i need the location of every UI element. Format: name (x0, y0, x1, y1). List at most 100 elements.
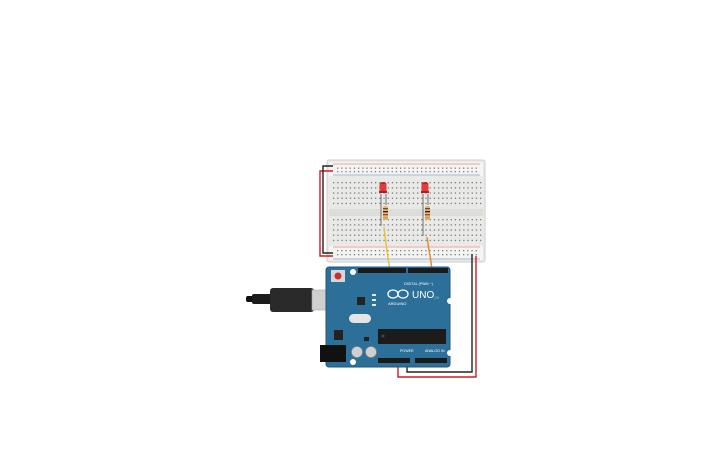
breadboard-hole (471, 239, 473, 242)
led-2[interactable] (421, 182, 429, 193)
breadboard-hole (337, 171, 339, 173)
breadboard-hole (480, 234, 482, 236)
breadboard-hole (400, 234, 402, 236)
breadboard-hole (446, 239, 448, 242)
breadboard-hole (433, 254, 435, 256)
breadboard-hole (345, 219, 347, 221)
breadboard-hole (354, 229, 356, 231)
breadboard-hole (450, 197, 452, 199)
breadboard-hole (370, 224, 373, 226)
breadboard-hole (412, 250, 414, 252)
breadboard-hole (337, 167, 339, 169)
breadboard-hole (341, 234, 343, 236)
breadboard-hole (442, 234, 444, 236)
breadboard-hole (429, 171, 431, 173)
breadboard-hole (416, 254, 419, 256)
breadboard-hole (370, 239, 373, 242)
breadboard-hole (433, 234, 436, 236)
breadboard-hole (471, 202, 473, 205)
breadboard-hole (404, 197, 406, 199)
breadboard-hole (446, 229, 448, 231)
breadboard-hole (467, 254, 469, 256)
breadboard-hole (475, 192, 478, 194)
breadboard-hole (475, 254, 477, 256)
breadboard-hole (475, 171, 477, 173)
breadboard-hole (475, 202, 478, 205)
breadboard-hole (454, 224, 457, 226)
breadboard-hole (417, 239, 419, 242)
wire-red-right (397, 256, 477, 378)
breadboard-hole (442, 167, 444, 169)
breadboard-holes (333, 167, 482, 256)
breadboard-hole (417, 219, 419, 221)
breadboard-hole (391, 202, 394, 205)
breadboard-hole (345, 197, 347, 199)
breadboard-hole (370, 192, 373, 194)
breadboard-hole (408, 239, 410, 242)
breadboard-hole (412, 224, 415, 226)
breadboard-hole (366, 192, 368, 194)
breadboard-hole (463, 229, 465, 231)
breadboard-hole (425, 224, 427, 226)
breadboard-hole (463, 224, 465, 226)
breadboard-hole (349, 202, 352, 205)
breadboard-hole (433, 219, 436, 221)
breadboard-hole (467, 224, 469, 226)
breadboard-hole (358, 167, 360, 169)
breadboard-hole (349, 250, 351, 252)
on-label: ON (434, 296, 440, 300)
breadboard-hole (438, 192, 440, 194)
breadboard-hole (446, 202, 448, 205)
breadboard-hole (391, 239, 394, 242)
breadboard-hole (450, 229, 452, 231)
wire-black-left (322, 165, 333, 254)
breadboard-hole (412, 229, 415, 231)
breadboard-hole (446, 250, 448, 252)
breadboard-hole (475, 229, 478, 231)
breadboard-hole (375, 197, 377, 199)
breadboard-hole (358, 224, 360, 226)
breadboard-hole (459, 197, 461, 199)
breadboard-hole (458, 167, 461, 169)
breadboard-hole (425, 202, 427, 205)
breadboard[interactable] (326, 159, 486, 263)
breadboard-hole (450, 187, 452, 189)
reset-button[interactable] (334, 272, 342, 280)
breadboard-hole (459, 187, 461, 189)
breadboard-hole (379, 224, 381, 226)
breadboard-hole (387, 229, 389, 231)
breadboard-hole (421, 239, 423, 242)
arduino-uno[interactable]: ARDUINO UNO DIGITAL (PWM ~) POWER ANALOG… (320, 266, 453, 368)
breadboard-hole (341, 250, 343, 252)
breadboard-hole (387, 219, 389, 221)
breadboard-hole (391, 224, 394, 226)
breadboard-hole (425, 229, 427, 231)
breadboard-hole (375, 182, 377, 184)
led-1[interactable] (379, 182, 387, 193)
breadboard-hole (358, 254, 360, 256)
breadboard-hole (417, 202, 419, 205)
breadboard-hole (429, 202, 431, 205)
breadboard-hole (433, 192, 436, 194)
breadboard-hole (375, 229, 377, 231)
breadboard-hole (345, 224, 347, 226)
breadboard-hole (475, 234, 478, 236)
breadboard-hole (383, 202, 385, 205)
breadboard-hole (442, 171, 444, 173)
breadboard-hole (408, 192, 410, 194)
breadboard-hole (442, 219, 444, 221)
breadboard-hole (341, 192, 343, 194)
breadboard-hole (400, 197, 402, 199)
breadboard-hole (446, 171, 448, 173)
resistor-1[interactable] (383, 206, 388, 220)
breadboard-hole (349, 219, 352, 221)
breadboard-hole (391, 229, 394, 231)
breadboard-hole (354, 219, 356, 221)
breadboard-hole (374, 171, 377, 173)
breadboard-hole (400, 167, 402, 169)
breadboard-hole (463, 202, 465, 205)
breadboard-hole (408, 254, 410, 256)
breadboard-hole (458, 254, 461, 256)
resistor-2[interactable] (425, 206, 430, 220)
